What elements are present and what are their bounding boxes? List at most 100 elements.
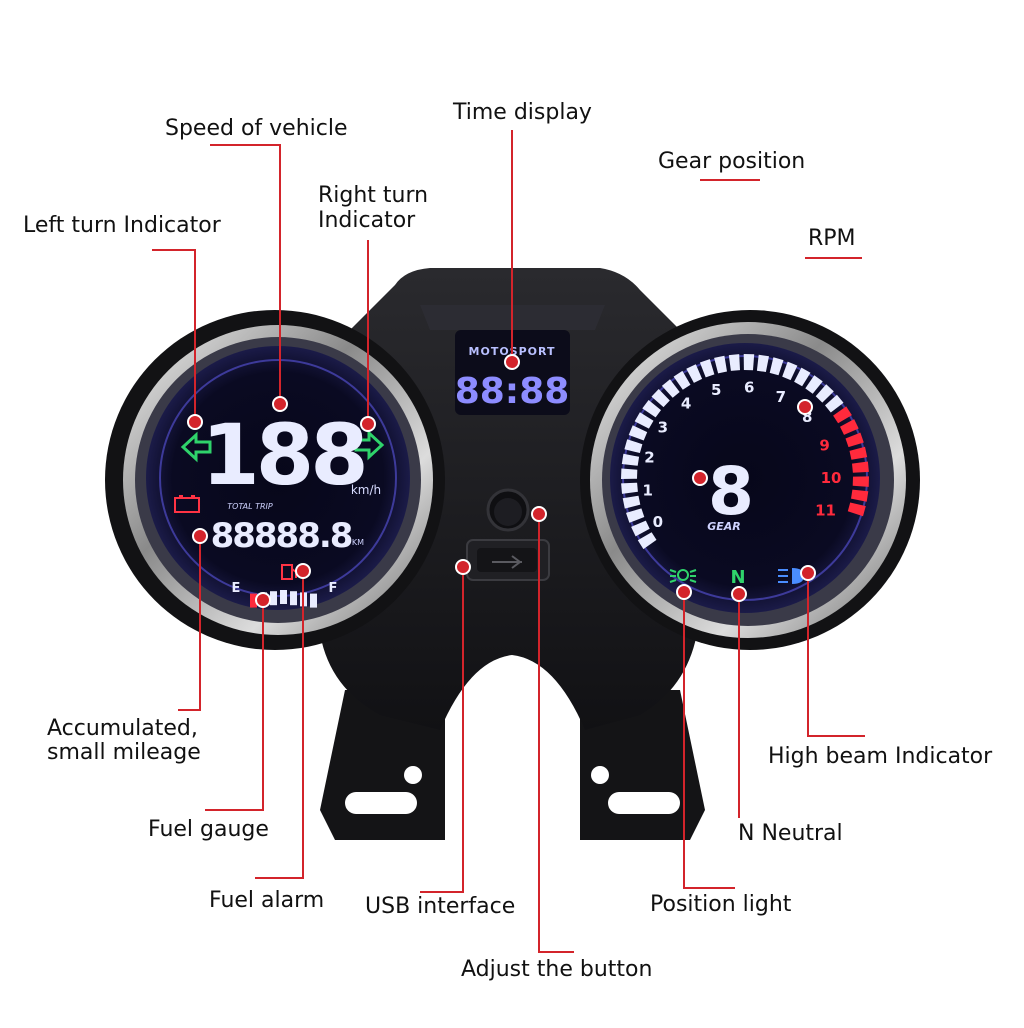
rpm-scale-label: 1 bbox=[642, 482, 652, 500]
rpm-scale-label: 0 bbox=[653, 513, 663, 531]
callout-line-position bbox=[683, 592, 735, 889]
callout-dot bbox=[797, 399, 813, 415]
callout-dot bbox=[187, 414, 203, 430]
label-adjust-the-button: Adjust the button bbox=[461, 957, 653, 982]
tachometer-housing bbox=[580, 310, 920, 650]
callout-dot bbox=[504, 354, 520, 370]
callout-dot bbox=[272, 396, 288, 412]
rpm-segment bbox=[815, 384, 834, 403]
rpm-scale-label: 11 bbox=[815, 502, 836, 520]
fuel-bar bbox=[280, 590, 287, 604]
rpm-segment bbox=[621, 482, 638, 494]
rpm-segment bbox=[794, 367, 811, 387]
rpm-segment bbox=[743, 354, 755, 371]
rpm-segment bbox=[805, 375, 823, 394]
speed-unit: km/h bbox=[351, 483, 381, 497]
rpm-segment bbox=[686, 364, 703, 383]
callout-line-high-beam bbox=[807, 573, 865, 737]
label-fuel-alarm: Fuel alarm bbox=[209, 888, 325, 913]
fuel-bar bbox=[250, 593, 257, 608]
rpm-scale-label: 5 bbox=[711, 381, 721, 399]
rpm-scale-label: 10 bbox=[821, 469, 842, 487]
rpm-segment bbox=[628, 425, 648, 441]
callout-line-fuel-gauge bbox=[205, 600, 264, 811]
rpm-segment bbox=[621, 468, 638, 479]
rpm-scale-label: 3 bbox=[658, 418, 668, 436]
fuel-empty-label: E bbox=[232, 581, 241, 596]
callout-dot bbox=[731, 586, 747, 602]
speed-readout: 188 bbox=[201, 406, 364, 504]
rpm-segment bbox=[825, 394, 844, 413]
rpm-segment bbox=[840, 419, 859, 435]
rpm-segment bbox=[782, 361, 798, 381]
rpm-bar-segments bbox=[621, 354, 869, 550]
position-light-icon bbox=[669, 569, 697, 583]
rpm-scale-label: 7 bbox=[776, 388, 786, 406]
label-high-beam-indicator: High beam Indicator bbox=[768, 744, 993, 769]
label-accumulated-line2: small mileage bbox=[47, 740, 201, 765]
usb-port[interactable] bbox=[466, 539, 550, 581]
rpm-segment bbox=[728, 354, 740, 371]
mounting-bracket-right bbox=[580, 690, 705, 840]
callout-dot bbox=[295, 563, 311, 579]
rpm-segment bbox=[714, 355, 727, 374]
callout-line-left-turn bbox=[152, 249, 196, 422]
rpm-segment bbox=[634, 412, 654, 429]
label-left-turn-indicator: Left turn Indicator bbox=[23, 213, 221, 238]
odometer-unit: KM bbox=[352, 538, 364, 547]
rpm-segment bbox=[637, 532, 657, 550]
callout-dot bbox=[676, 584, 692, 600]
callout-dot bbox=[455, 559, 471, 575]
clock-readout: 88:88 bbox=[455, 371, 570, 412]
callout-dot bbox=[192, 528, 208, 544]
rpm-segment bbox=[621, 453, 640, 466]
rpm-segment bbox=[626, 508, 645, 523]
callout-line-accumulated bbox=[178, 536, 201, 711]
neutral-indicator: N bbox=[730, 567, 745, 588]
callout-dot bbox=[360, 416, 376, 432]
rpm-scale-label: 8 bbox=[802, 408, 812, 426]
callout-line-fuel-alarm bbox=[255, 571, 304, 879]
rpm-scale-label: 6 bbox=[744, 379, 754, 397]
rpm-segment bbox=[852, 461, 869, 473]
adjust-button[interactable] bbox=[486, 488, 530, 532]
rpm-scale-label: 9 bbox=[819, 436, 829, 454]
rpm-segment bbox=[631, 520, 650, 537]
rpm-segment bbox=[845, 432, 864, 448]
gear-label: GEAR bbox=[707, 520, 741, 533]
rpm-segment bbox=[622, 495, 641, 509]
rpm-segment bbox=[661, 379, 680, 398]
rpm-segment bbox=[673, 370, 691, 390]
rpm-segment bbox=[699, 359, 715, 378]
label-speed-of-vehicle: Speed of vehicle bbox=[165, 116, 348, 141]
label-fuel-gauge: Fuel gauge bbox=[148, 817, 269, 842]
label-usb-interface: USB interface bbox=[365, 894, 516, 919]
callout-dot bbox=[255, 592, 271, 608]
callout-dots bbox=[187, 354, 816, 608]
rpm-segment bbox=[642, 400, 661, 418]
callout-dot bbox=[531, 506, 547, 522]
label-time-display: Time display bbox=[453, 100, 592, 125]
right-turn-icon bbox=[354, 429, 385, 461]
total-trip-label: TOTAL TRIP bbox=[227, 502, 273, 511]
fuel-bar bbox=[310, 593, 317, 608]
mounting-bracket-left bbox=[320, 690, 445, 840]
callout-line-usb bbox=[420, 567, 464, 893]
left-turn-icon bbox=[180, 431, 212, 463]
label-n-neutral: N Neutral bbox=[738, 821, 843, 846]
callout-line-adjust bbox=[538, 514, 574, 953]
fuel-bar bbox=[290, 591, 297, 606]
gear-digit: 8 bbox=[708, 453, 754, 530]
callout-dot bbox=[800, 565, 816, 581]
odometer-readout: 88888.8 bbox=[211, 516, 352, 556]
rpm-segment bbox=[847, 502, 866, 517]
label-rpm: RPM bbox=[808, 226, 856, 251]
fuel-full-label: F bbox=[329, 581, 338, 596]
rpm-scale-label: 2 bbox=[644, 449, 654, 467]
label-right-turn-line1: Right turn bbox=[318, 183, 429, 208]
label-gear-position: Gear position bbox=[658, 149, 806, 174]
label-accumulated-line1: Accumulated, bbox=[47, 716, 198, 741]
label-position-light: Position light bbox=[650, 892, 792, 917]
